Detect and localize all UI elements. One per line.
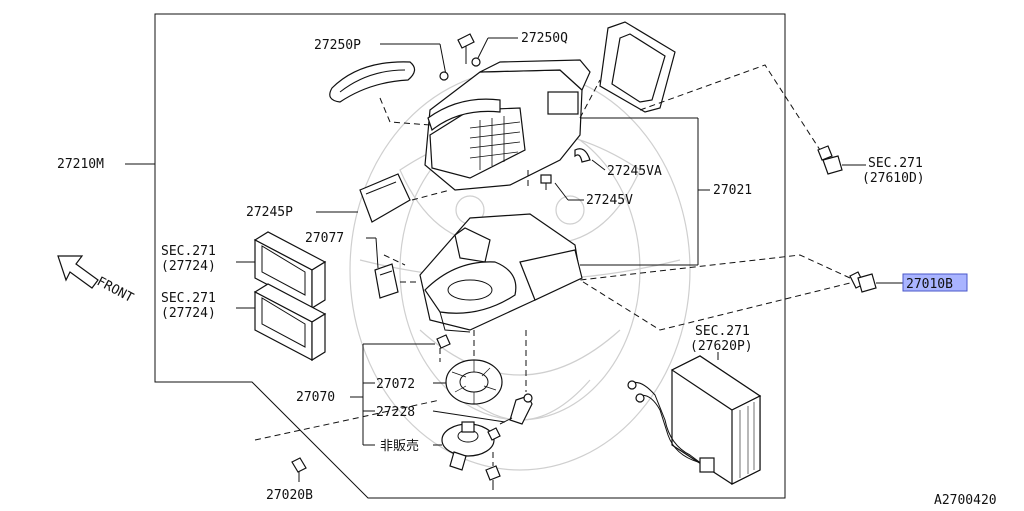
callout-sec271-2b: (27724) bbox=[161, 306, 216, 321]
callout-sec271-3b: (27610D) bbox=[862, 171, 925, 186]
filter-27245P bbox=[359, 173, 411, 223]
front-label: FRONT bbox=[94, 274, 136, 306]
gasket-27250P bbox=[329, 61, 416, 103]
evaporator-27620P bbox=[627, 355, 762, 485]
callout-27070: 27070 bbox=[296, 390, 335, 405]
callout-sec271-1b: (27724) bbox=[161, 259, 216, 274]
callout-sec271-1a: SEC.271 bbox=[161, 244, 216, 259]
callout-27210M: 27210M bbox=[57, 157, 104, 172]
part-27245VA bbox=[574, 148, 591, 163]
callout-27245V: 27245V bbox=[586, 193, 633, 208]
callout-sec271-2a: SEC.271 bbox=[161, 291, 216, 306]
callout-sec271-3a: SEC.271 bbox=[868, 156, 923, 171]
callout-sec271-4b: (27620P) bbox=[690, 339, 753, 354]
seal-frame bbox=[599, 21, 676, 113]
callout-27021: 27021 bbox=[713, 183, 752, 198]
bolt-27610D bbox=[817, 145, 843, 175]
front-arrow bbox=[57, 255, 99, 289]
blower-motor bbox=[441, 421, 501, 471]
callout-27072: 27072 bbox=[376, 377, 415, 392]
screw-27250Q bbox=[439, 33, 481, 81]
filter-sec271-lower bbox=[253, 283, 327, 362]
callout-27245VA: 27245VA bbox=[607, 164, 662, 179]
nut-small bbox=[436, 334, 451, 349]
callout-27010B[interactable]: 27010B bbox=[906, 277, 953, 292]
diagram-id: A2700420 bbox=[934, 493, 997, 508]
callout-27077: 27077 bbox=[305, 231, 344, 246]
callout-27250Q: 27250Q bbox=[521, 31, 568, 46]
lower-case bbox=[419, 213, 583, 333]
bolt-27010B bbox=[849, 271, 877, 293]
filter-sec271-upper bbox=[253, 231, 327, 310]
callout-27250P: 27250P bbox=[314, 38, 361, 53]
screw-motor bbox=[485, 465, 501, 490]
assembly-boundary bbox=[154, 13, 786, 499]
part-27077 bbox=[374, 263, 399, 299]
callout-sec271-4a: SEC.271 bbox=[695, 324, 750, 339]
highlight-27010B[interactable] bbox=[902, 273, 968, 292]
blower-fan-27072 bbox=[445, 359, 503, 405]
callout-27245P: 27245P bbox=[246, 205, 293, 220]
upper-case-27021 bbox=[424, 59, 591, 191]
callout-27228: 27228 bbox=[376, 405, 415, 420]
hose-27228 bbox=[499, 393, 533, 425]
nut-27020B bbox=[291, 457, 307, 482]
part-27245V bbox=[540, 174, 552, 190]
callout-27020B: 27020B bbox=[266, 488, 313, 503]
callout-hihanbai: 非販売 bbox=[380, 438, 419, 454]
